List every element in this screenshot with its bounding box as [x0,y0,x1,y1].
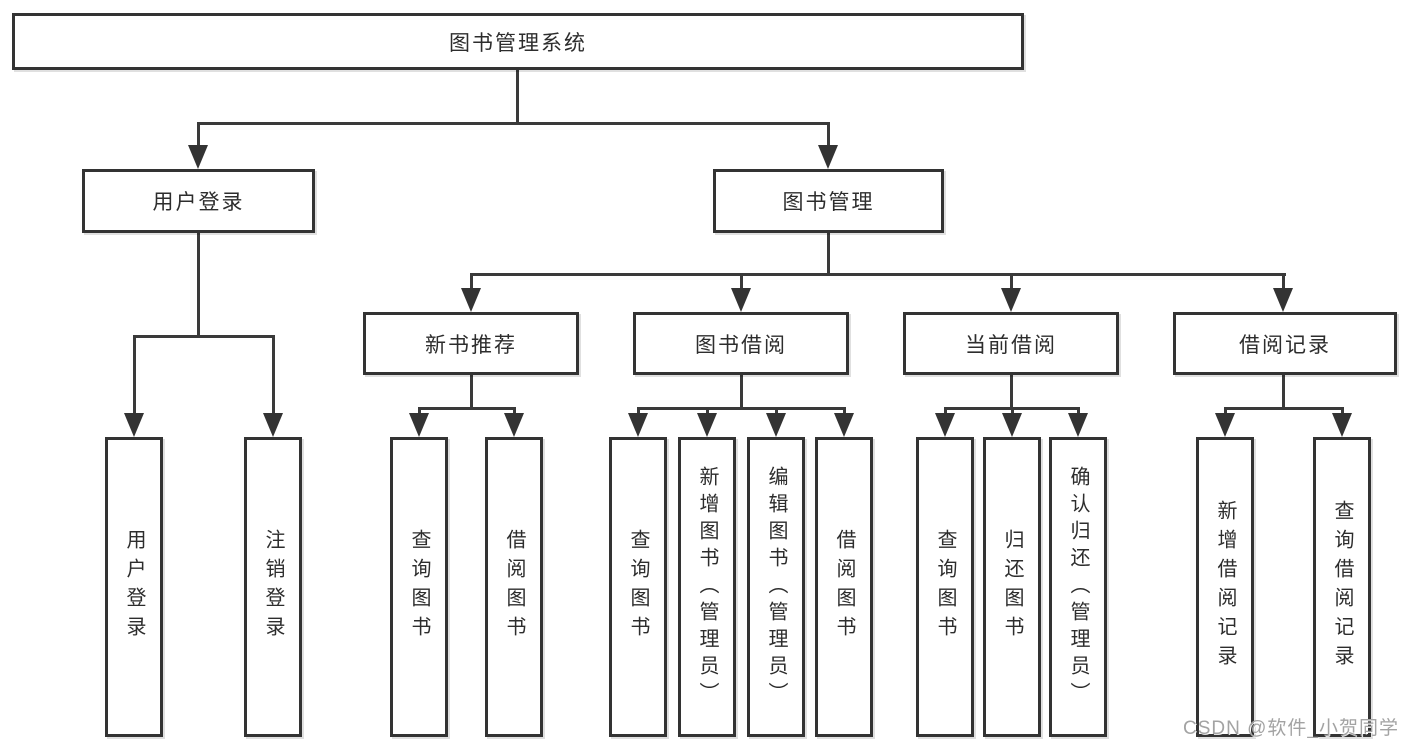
node-book-borrow: 图书借阅 [633,312,849,375]
connector-shaft [1077,407,1080,417]
node-leaf-user-login: 用户登录 [105,437,163,737]
connector-shaft [133,335,136,415]
connector-bookborrow-hbar [637,407,846,410]
arrowhead-down-icon [731,288,751,312]
node-leaf-confirm-return-admin: 确认归还（管理员） [1049,437,1107,737]
connector-shaft [740,273,743,292]
node-leaf-query-books-1: 查询图书 [390,437,448,737]
connector-shaft [775,407,778,417]
arrowhead-down-icon [766,413,786,437]
connector-shaft [706,407,709,417]
connector-bookmgmt-stem [827,233,830,276]
arrowhead-down-icon [697,413,717,437]
arrowhead-down-icon [188,145,208,169]
connector-shaft [1282,273,1285,292]
arrowhead-down-icon [628,413,648,437]
node-leaf-add-borrow-record: 新增借阅记录 [1196,437,1254,737]
arrowhead-down-icon [1068,413,1088,437]
connector-root-hbar [197,122,830,125]
arrowhead-down-icon [834,413,854,437]
arrowhead-down-icon [1215,413,1235,437]
connector-userlogin-stem [197,233,200,337]
arrowhead-down-icon [409,413,429,437]
arrowhead-down-icon [263,413,283,437]
connector-shaft [944,407,947,417]
node-leaf-return-books: 归还图书 [983,437,1041,737]
connector-root-stem [516,70,519,124]
arrowhead-down-icon [1332,413,1352,437]
connector-shaft [843,407,846,417]
connector-shaft [272,335,275,415]
connector-shaft [1010,273,1013,292]
arrowhead-down-icon [935,413,955,437]
connector-bookborrow-stem [740,375,743,410]
connector-shaft [827,122,830,149]
node-leaf-logout: 注销登录 [244,437,302,737]
connector-currentborrow-stem [1010,375,1013,410]
connector-shaft [1224,407,1227,417]
watermark-text: CSDN @软件_小贺同学 [1183,718,1399,739]
node-user-login: 用户登录 [82,169,315,233]
connector-shaft [1011,407,1014,417]
arrowhead-down-icon [1273,288,1293,312]
connector-newbooks-hbar [418,407,516,410]
connector-shaft [470,273,473,292]
node-book-management: 图书管理 [713,169,944,233]
connector-shaft [637,407,640,417]
connector-shaft [1341,407,1344,417]
node-leaf-query-books-3: 查询图书 [916,437,974,737]
node-current-borrow: 当前借阅 [903,312,1119,375]
connector-borrowrecords-stem [1282,375,1285,410]
connector-shaft [418,407,421,417]
connector-bookmgmt-hbar [470,273,1286,276]
arrowhead-down-icon [461,288,481,312]
node-leaf-borrow-books-2: 借阅图书 [815,437,873,737]
arrowhead-down-icon [1002,413,1022,437]
node-leaf-query-borrow-record: 查询借阅记录 [1313,437,1371,737]
node-root-library-system: 图书管理系统 [12,13,1024,70]
connector-userlogin-hbar [133,335,275,338]
node-leaf-edit-books-admin: 编辑图书（管理员） [747,437,805,737]
connector-shaft [513,407,516,417]
arrowhead-down-icon [504,413,524,437]
arrowhead-down-icon [818,145,838,169]
arrowhead-down-icon [124,413,144,437]
arrowhead-down-icon [1001,288,1021,312]
node-leaf-borrow-books-1: 借阅图书 [485,437,543,737]
node-leaf-query-books-2: 查询图书 [609,437,667,737]
connector-borrowrecords-hbar [1224,407,1344,410]
node-new-book-recommend: 新书推荐 [363,312,579,375]
node-borrow-records: 借阅记录 [1173,312,1397,375]
node-leaf-add-books-admin: 新增图书（管理员） [678,437,736,737]
connector-newbooks-stem [470,375,473,410]
connector-shaft [197,122,200,149]
